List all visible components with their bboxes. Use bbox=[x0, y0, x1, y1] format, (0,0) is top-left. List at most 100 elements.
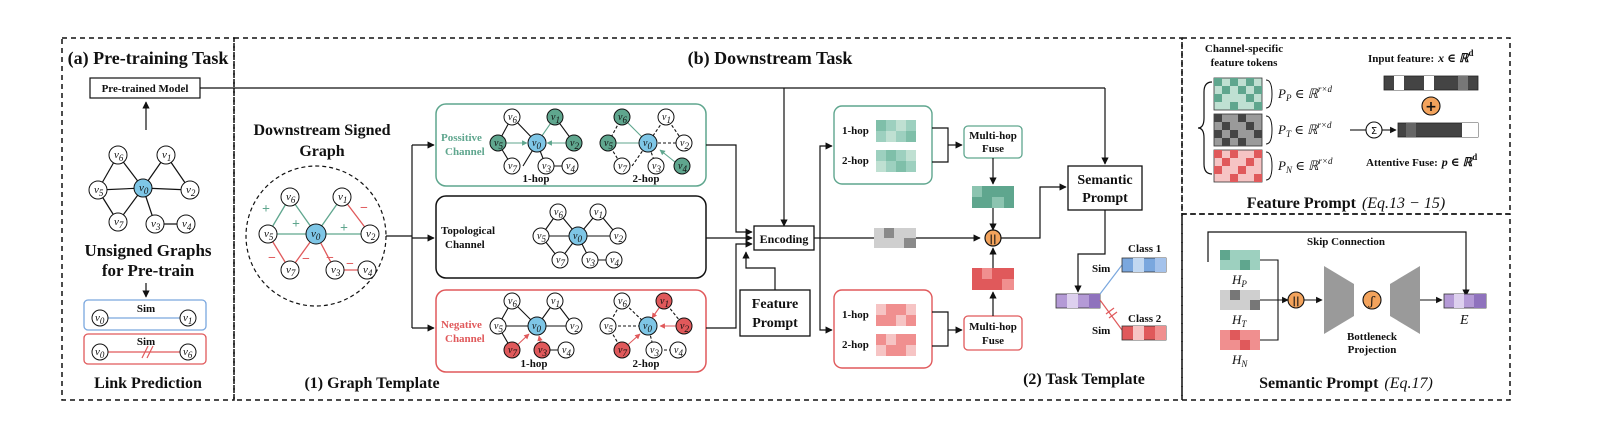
sp-hn-label: HN bbox=[1231, 352, 1248, 369]
sp-e-vector bbox=[1443, 293, 1487, 309]
pretrain-caption-1: Unsigned Graphs bbox=[84, 241, 211, 260]
svg-text:v3: v3 bbox=[538, 345, 547, 358]
pos-hop1-label: 1-hop bbox=[842, 125, 869, 137]
channel-to-encoding-lines bbox=[706, 144, 753, 329]
svg-text:v5: v5 bbox=[604, 138, 613, 151]
graph-template-caption: (1) Graph Template bbox=[304, 375, 439, 392]
link-box-negative bbox=[83, 333, 207, 365]
positive-channel-label-1: Possitive bbox=[441, 132, 482, 144]
fp-pt-label: PT ∈ ℝr×d bbox=[1277, 120, 1332, 139]
svg-text:v2: v2 bbox=[570, 321, 579, 334]
neg-multihop-label-1: Multi-hop bbox=[969, 321, 1017, 333]
svg-text:+: + bbox=[292, 217, 300, 232]
neg-hop2-label: 2-hop bbox=[842, 339, 869, 351]
negative-label-1: Negative bbox=[441, 319, 482, 331]
semantic-prompt-label-2: Prompt bbox=[1082, 191, 1128, 206]
svg-text:v7: v7 bbox=[508, 161, 517, 174]
pretrain-caption-2: for Pre-train bbox=[102, 261, 195, 280]
svg-text:v6: v6 bbox=[183, 346, 193, 360]
svg-text:v2: v2 bbox=[614, 231, 623, 244]
link-box-positive bbox=[83, 299, 207, 331]
svg-text:v5: v5 bbox=[537, 231, 546, 244]
fp-pp-label: PP ∈ ℝr×d bbox=[1277, 84, 1332, 103]
feature-prompt-box bbox=[739, 289, 811, 337]
task-template-caption: (2) Task Template bbox=[1023, 371, 1145, 388]
svg-text:v2: v2 bbox=[570, 138, 579, 151]
svg-text:v6: v6 bbox=[286, 191, 296, 205]
svg-text:v0: v0 bbox=[95, 312, 105, 326]
output-vector bbox=[1055, 293, 1101, 309]
sp-activation-icon bbox=[1362, 290, 1382, 310]
negative-2hop-label: 2-hop bbox=[633, 358, 660, 370]
svg-text:v5: v5 bbox=[604, 321, 613, 334]
sp-bottleneck-label-1: Bottleneck bbox=[1347, 331, 1398, 343]
fp-tokens-label-2: feature tokens bbox=[1211, 57, 1278, 69]
sp-ht-vector bbox=[1220, 290, 1260, 310]
sp-hp-label: HP bbox=[1231, 272, 1247, 289]
fp-pn-label: PN ∈ ℝr×d bbox=[1277, 156, 1333, 175]
sp-e-label: E bbox=[1459, 313, 1469, 328]
svg-text:v7: v7 bbox=[618, 161, 627, 174]
positive-hop-panel bbox=[833, 105, 933, 185]
svg-text:v1: v1 bbox=[662, 112, 671, 125]
fp-input-label: Input feature:x ∈ ℝd bbox=[1368, 48, 1474, 65]
svg-text:v0: v0 bbox=[532, 321, 541, 334]
feature-prompt-arrow bbox=[742, 251, 776, 290]
svg-text:v6: v6 bbox=[508, 296, 517, 309]
svg-text:v7: v7 bbox=[508, 345, 517, 358]
sim-label-1: Sim bbox=[1092, 263, 1110, 275]
svg-text:v1: v1 bbox=[594, 207, 603, 220]
pos-fused-vector bbox=[972, 186, 1014, 208]
svg-text:Σ: Σ bbox=[1371, 126, 1377, 137]
fp-brace bbox=[1197, 81, 1213, 175]
svg-text:v6: v6 bbox=[508, 112, 517, 125]
svg-text:+: + bbox=[262, 202, 270, 217]
svg-text:v0: v0 bbox=[643, 321, 652, 334]
svg-text:v4: v4 bbox=[566, 161, 575, 174]
svg-text:v3: v3 bbox=[652, 161, 661, 174]
negative-label-2: Channel bbox=[445, 333, 485, 345]
svg-text:v5: v5 bbox=[494, 138, 503, 151]
pos-hop2-label: 2-hop bbox=[842, 155, 869, 167]
sp-decoder-trapezoid bbox=[1390, 266, 1420, 334]
svg-text:v3: v3 bbox=[151, 218, 161, 232]
fp-attentive-label: Attentive Fuse:p ∈ ℝd bbox=[1366, 152, 1477, 169]
fp-token-gray bbox=[1213, 113, 1263, 147]
svg-text:v0: v0 bbox=[311, 228, 321, 242]
svg-text:v7: v7 bbox=[556, 255, 565, 268]
svg-text:v4: v4 bbox=[182, 218, 192, 232]
svg-text:v1: v1 bbox=[338, 191, 347, 205]
svg-text:v2: v2 bbox=[366, 228, 376, 242]
positive-1hop-label: 1-hop bbox=[523, 173, 550, 185]
negative-2hop-nodes: v6 v1 v5 v0 v2 v7 v3 v4 bbox=[599, 292, 693, 359]
neg-hop1-matrix bbox=[876, 304, 916, 326]
svg-text:v3: v3 bbox=[650, 345, 659, 358]
link-sim-label-2: Sim bbox=[137, 336, 155, 348]
pos-hop2-matrix bbox=[876, 150, 916, 172]
svg-text:v7: v7 bbox=[286, 264, 296, 278]
positive-2hop-label: 2-hop bbox=[633, 173, 660, 185]
svg-text:v1: v1 bbox=[551, 296, 560, 309]
positive-1hop-nodes: v6 v1 v5 v0 v2 v7 v3 v4 bbox=[489, 108, 583, 175]
svg-text:v0: v0 bbox=[532, 138, 541, 151]
concat-to-semantic bbox=[1001, 183, 1067, 239]
signed-graph-nodes: v6 v1 v5 v0 v2 v7 v3 v4 bbox=[258, 187, 380, 280]
link-sim-label-1: Sim bbox=[137, 303, 155, 315]
semantic-to-output bbox=[1074, 210, 1106, 293]
svg-text:v5: v5 bbox=[264, 228, 274, 242]
svg-text:+: + bbox=[340, 221, 348, 236]
svg-text:v7: v7 bbox=[618, 345, 627, 358]
svg-text:v3: v3 bbox=[586, 255, 595, 268]
class2-label: Class 2 bbox=[1128, 313, 1162, 325]
frame-downstream bbox=[233, 37, 1183, 401]
sp-hp-vector bbox=[1220, 250, 1260, 270]
svg-text:||: || bbox=[1292, 296, 1299, 307]
svg-text:v0: v0 bbox=[643, 138, 652, 151]
signed-graph-signs: + + + − − − − − bbox=[262, 201, 368, 272]
svg-text:v2: v2 bbox=[680, 138, 689, 151]
feature-prompt-label-2: Prompt bbox=[752, 316, 798, 331]
positive-channel-label-2: Channel bbox=[445, 146, 485, 158]
frame-semantic-prompt bbox=[1181, 213, 1511, 401]
svg-text:v6: v6 bbox=[554, 207, 563, 220]
